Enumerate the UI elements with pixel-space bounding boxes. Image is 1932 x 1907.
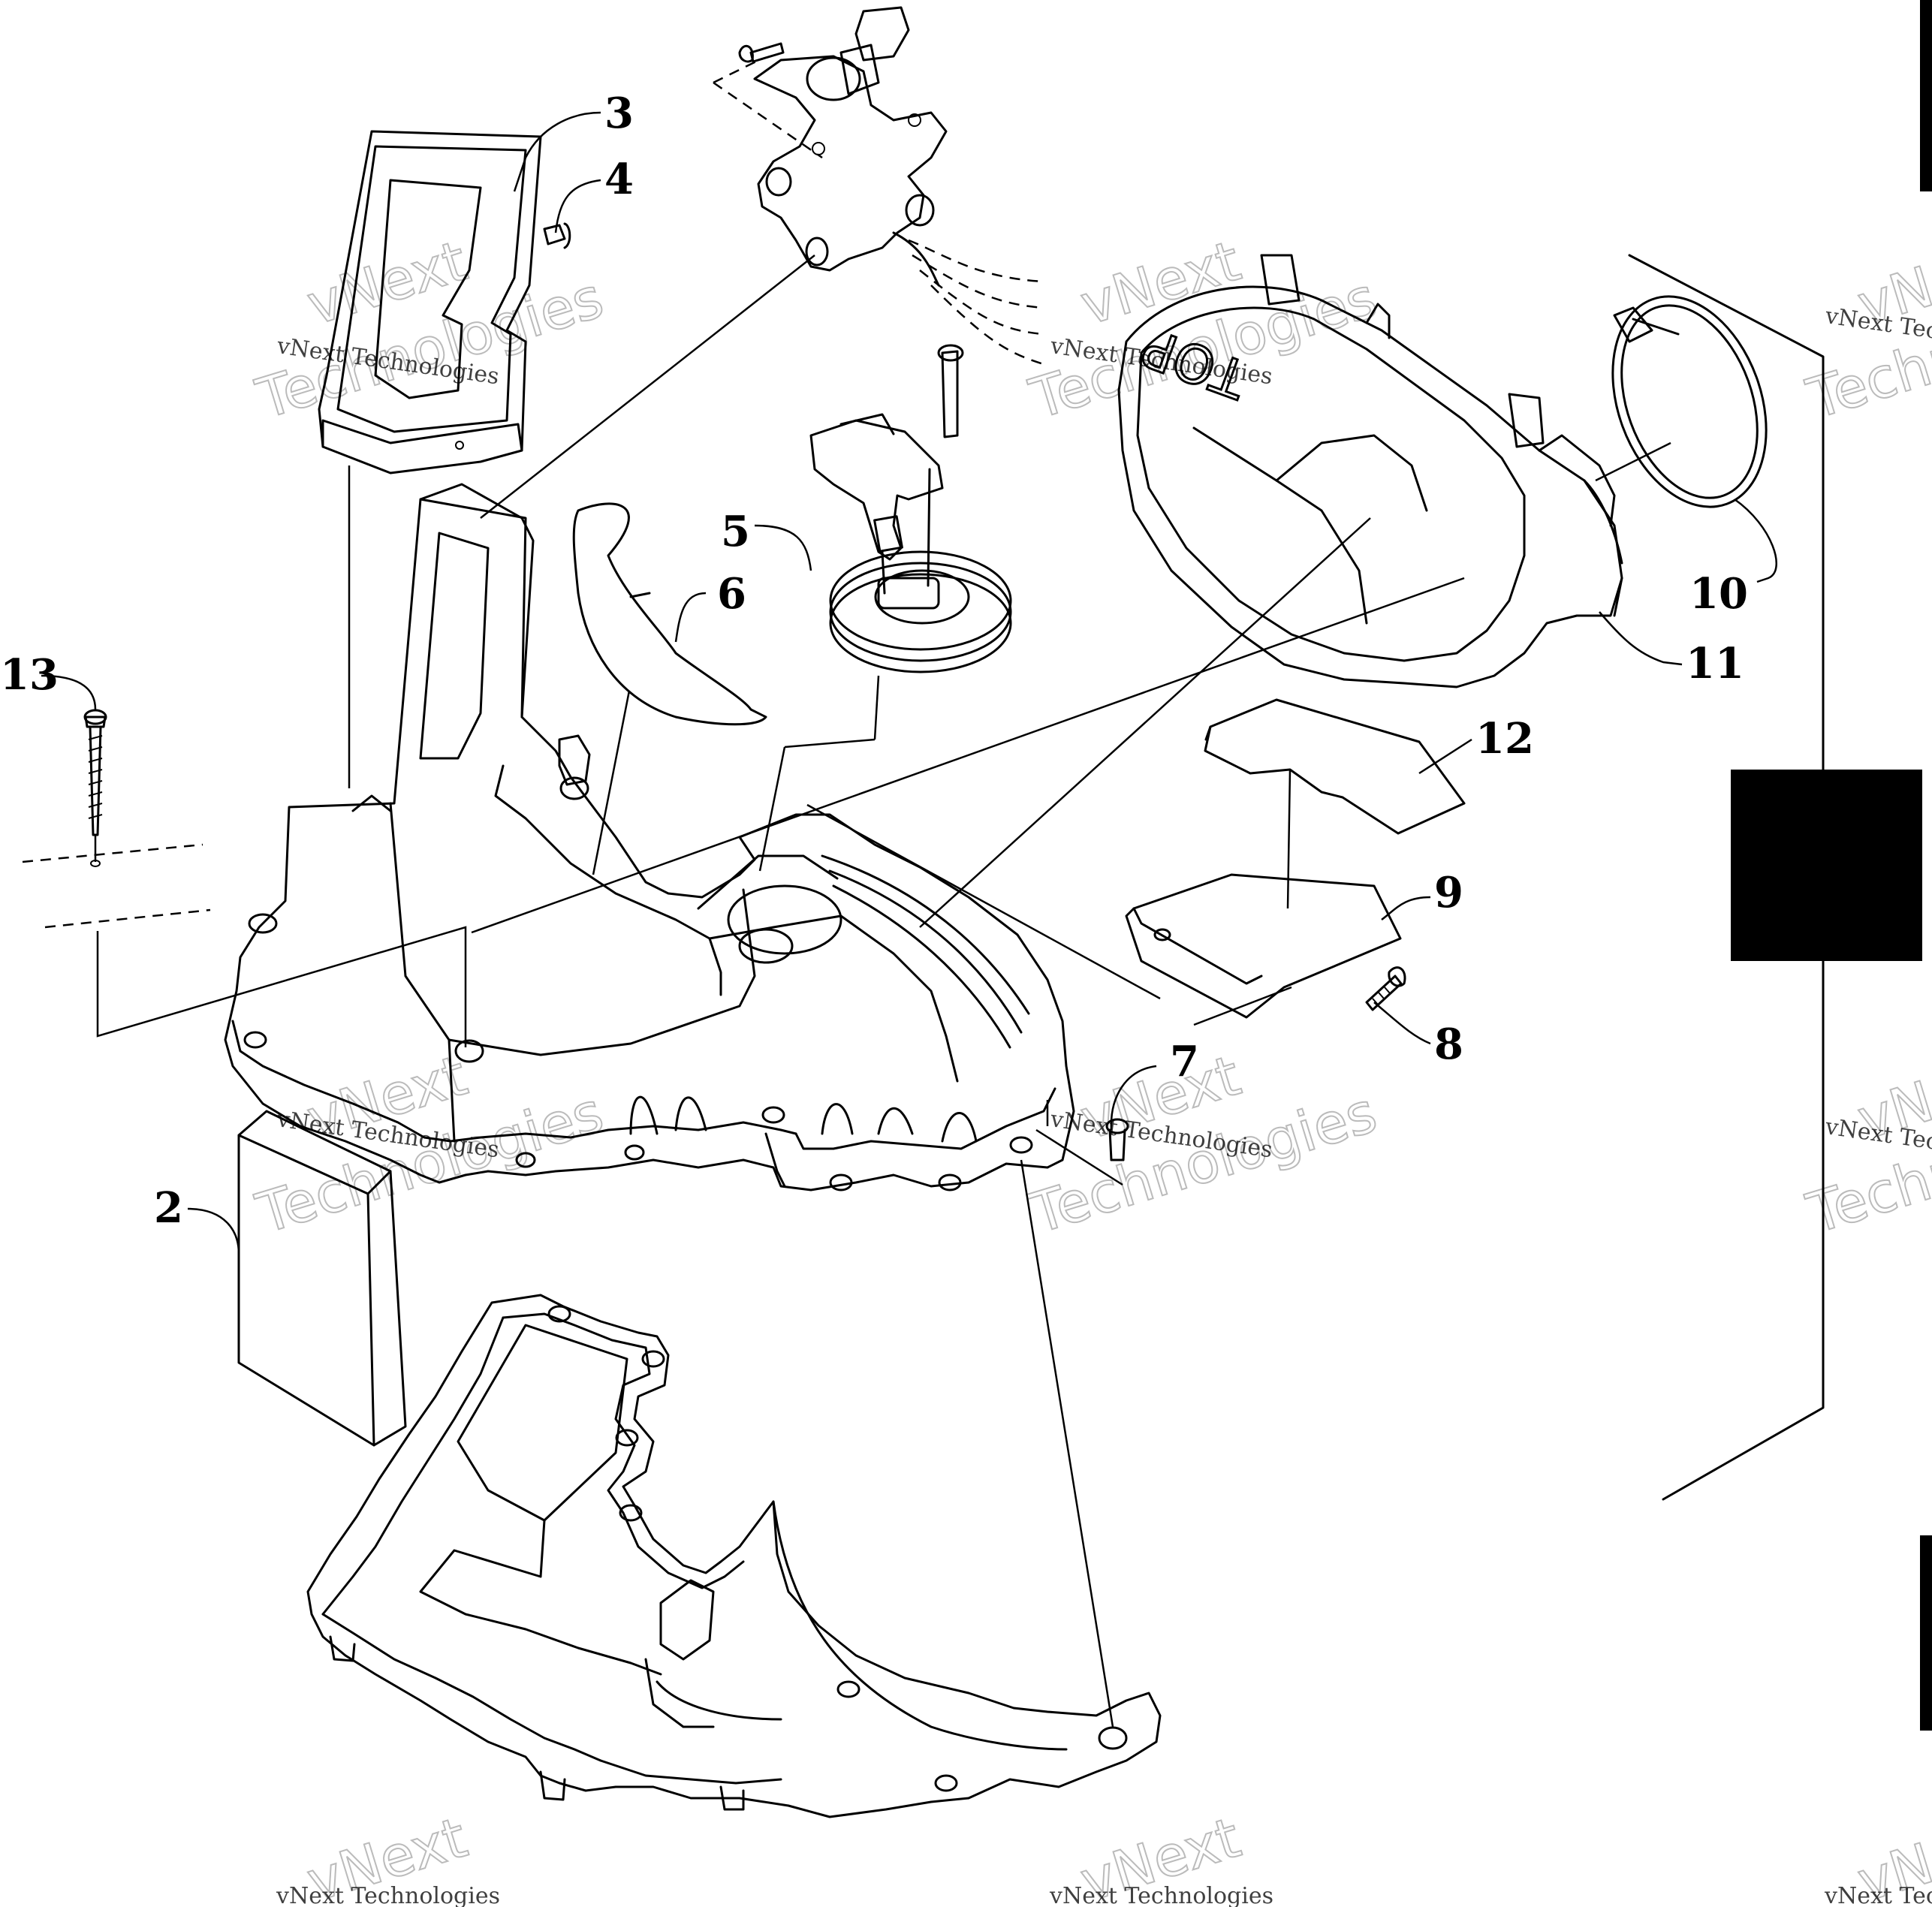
- callout-numbers: 3 4 5 6 7 8 9 10 11 12 13: [0, 89, 1748, 1086]
- callout-4: 4: [604, 155, 634, 204]
- edge-tab-top: [1920, 0, 1932, 191]
- duct-adapter-part-3: [318, 130, 542, 788]
- page-edge-marks: [1731, 0, 1932, 1731]
- callout-3: 3: [604, 89, 634, 138]
- long-screw-part-13: [22, 709, 467, 1047]
- gasket-part-6: [572, 502, 767, 875]
- upper-airbox-housing: [224, 483, 1075, 1191]
- watermark-company: vNext Technologies: [276, 1883, 500, 1907]
- watermark-company: vNext Technologies: [1049, 1883, 1273, 1907]
- filter-part-2: [237, 1110, 407, 1447]
- valve-assembly: [480, 6, 1044, 519]
- callout-5: 5: [721, 507, 750, 556]
- callout-13: 13: [0, 650, 59, 700]
- callout-7: 7: [1170, 1037, 1199, 1086]
- lower-airbox-housing: [306, 1159, 1162, 1818]
- bolt-part-8: [1365, 966, 1431, 1045]
- callout-leaders: [41, 111, 1157, 1255]
- callout-12: 12: [1475, 714, 1534, 764]
- sensor-grommet-part-5: [758, 344, 1012, 872]
- callout-10: 10: [1689, 569, 1748, 619]
- section-tab-block: [1731, 770, 1922, 961]
- intake-duct-part-11: TOP: [919, 254, 1683, 928]
- callout-8: 8: [1434, 1020, 1463, 1069]
- assembly-bracket: [471, 254, 1825, 1501]
- edge-tab-bottom: [1920, 1535, 1932, 1731]
- watermark-company: vNext Technologies: [1824, 1883, 1932, 1907]
- callout-6: 6: [717, 569, 746, 619]
- callout-2-label: 2: [154, 1183, 183, 1233]
- watermark: vNext Technologies: [1022, 228, 1385, 433]
- callout-11: 11: [1686, 639, 1744, 688]
- screw-part-7: [1035, 1118, 1129, 1186]
- bracket-part-9: [1125, 873, 1431, 1026]
- gasket-plate-part-12: [1204, 698, 1472, 909]
- screw-part-4: [543, 222, 571, 249]
- callout-9: 9: [1434, 868, 1463, 917]
- hose-clamp-part-10: [1595, 295, 1777, 583]
